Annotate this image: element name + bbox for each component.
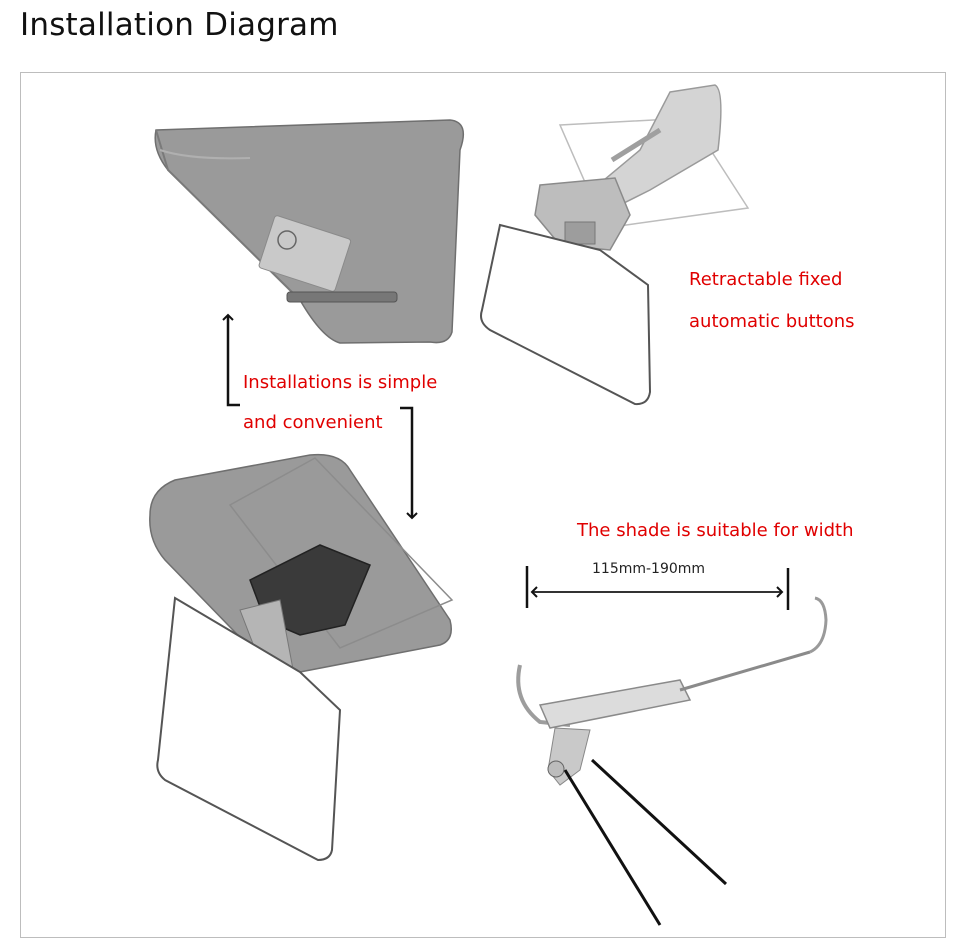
install-label-line1: Installations is simple <box>243 372 438 393</box>
up-arrow-icon <box>222 313 240 407</box>
sun-visor-installed <box>149 453 454 862</box>
clip-mechanism-top <box>480 84 750 406</box>
page-title: Installation Diagram <box>20 7 339 43</box>
install-label-line2: and convenient <box>243 412 383 433</box>
sun-visor-top <box>154 119 465 344</box>
telescoping-clip <box>516 596 828 926</box>
dimension-arrow-icon <box>525 566 790 610</box>
retractable-label-line1: Retractable fixed <box>689 269 843 290</box>
down-arrow-icon <box>400 406 418 520</box>
retractable-label-line2: automatic buttons <box>689 311 855 332</box>
dimension-label: 115mm-190mm <box>592 561 706 577</box>
shade-width-label: The shade is suitable for width <box>577 520 854 541</box>
